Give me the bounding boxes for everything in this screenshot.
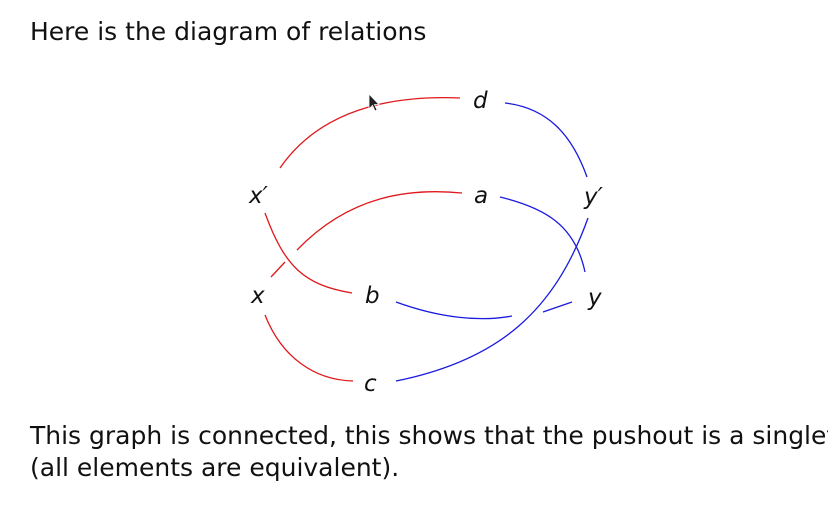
node-c: c [364,371,377,397]
edge-xprime-b [264,212,353,294]
edge-x-c [264,314,354,382]
intro-text: Here is the diagram of relations [30,17,427,46]
edge-x-a [296,191,463,251]
edge-c-yprime [395,217,589,382]
node-a: a [474,183,488,209]
edge-x-a-stub [270,261,286,278]
node-y-prime: y′ [583,184,604,210]
edge-b-y-stub [542,301,573,313]
node-y: y [587,285,602,311]
node-d: d [473,88,488,114]
mouse-cursor-icon [368,93,380,112]
node-b: b [365,283,380,309]
edge-d-yprime [504,102,588,178]
conclusion-text-line-2: (all elements are equivalent). [30,453,400,482]
edge-xprime-d [279,96,461,169]
conclusion-text-line-1: This graph is connected, this shows that… [30,421,828,450]
node-x: x [250,283,265,309]
edge-b-y [395,301,513,320]
relations-diagram: x′ x d a b c y′ y [248,88,604,397]
edge-a-y [499,196,586,273]
node-x-prime: x′ [248,183,269,209]
